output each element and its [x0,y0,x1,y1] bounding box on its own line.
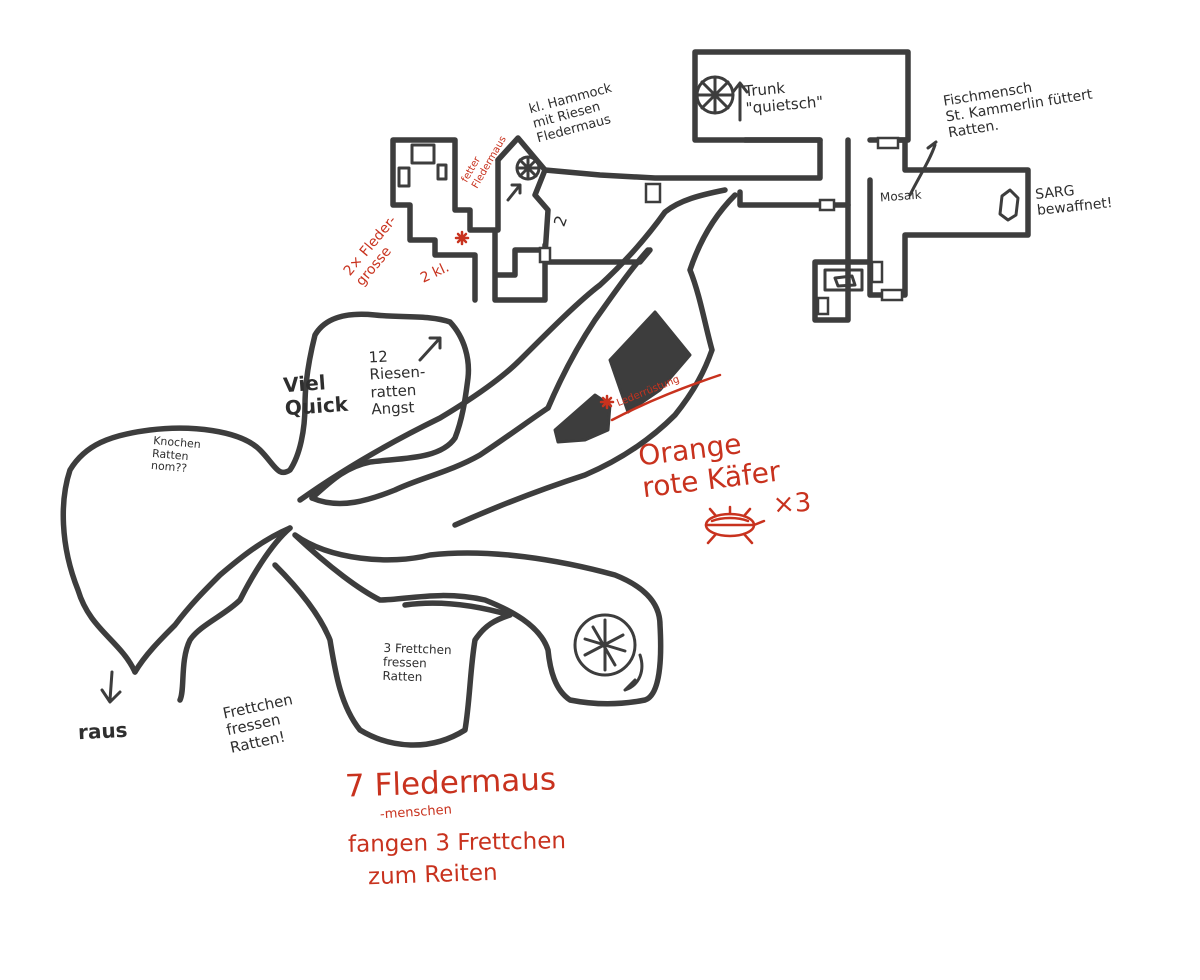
house-table [410,143,436,165]
door-hall [644,182,662,204]
lederruestung-underline [610,373,722,422]
door-right-5 [816,296,830,316]
corridor-wall-left [545,247,651,411]
corridor-wall-far-right [452,192,738,528]
mosaik-label: Mosaik [879,187,922,205]
fledermaus-label-4: zum Reiten [367,859,499,891]
main-hall-wall-bottom [737,189,851,208]
rubble-slab-large [608,310,692,414]
coffin-icon [998,188,1020,222]
wheel-icon [573,613,637,677]
door-house [538,246,552,264]
branch-lower-right-wall [292,532,664,707]
trunk-label: Trunk "quietsch" [743,78,825,118]
raus-label: raus [77,717,129,745]
beetle-icon [704,505,766,545]
wheel-icon [515,155,541,181]
arrow-icon [100,670,122,704]
door-right-4 [880,288,904,302]
riesenratten-label: 12 Riesen- ratten Angst [368,347,426,419]
house-room [390,137,548,303]
fledermaus-label-3: fangen 3 Frettchen [347,828,567,858]
viel-quick-label: Viel Quick [282,370,349,421]
branch-frettchen-room [272,562,513,748]
cave-main-wall-top [60,311,472,675]
right-complex-wall [812,137,1031,323]
door-right-3 [870,260,884,284]
knochen-label: Knochen Ratten nom?? [150,433,202,476]
frettchen-room-label: 3 Frettchen fressen Ratten [382,640,452,684]
arrow-icon [506,183,522,202]
wheel-icon [695,75,735,115]
door-right-2 [876,136,900,150]
small-side-room [823,268,864,292]
arrow-icon [731,81,749,122]
house-chest [436,163,448,181]
arrow-icon [908,140,938,197]
arrow-icon [623,653,644,692]
asterisk-icon [454,230,470,246]
cave-main-wall-bottom [309,405,551,507]
hammock-room [495,135,653,265]
asterisk-icon [599,394,615,410]
door-right-1 [818,198,836,212]
main-hall-wall-top [542,137,823,181]
rubble-slab-small [553,393,612,444]
cave-main-wall-left-outer [132,525,293,675]
fledermaus-label-1: 7 Fledermaus [344,761,557,805]
corridor-wall-right [297,187,728,503]
house-bed [397,166,411,188]
kaefer-count-label: ×3 [771,487,813,521]
arrow-icon [418,336,442,362]
cave-main-wall-left-lower [177,525,293,703]
